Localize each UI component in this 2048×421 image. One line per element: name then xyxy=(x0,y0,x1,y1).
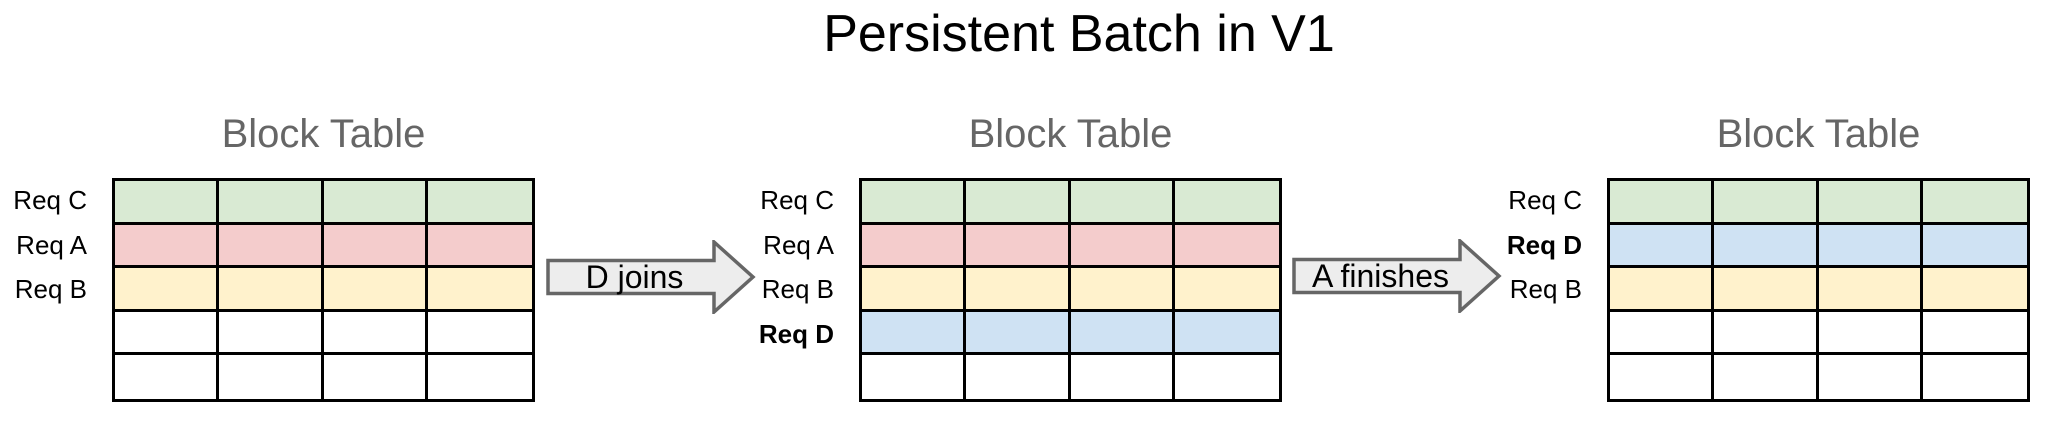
row-label-req-a: Req A xyxy=(16,229,87,260)
block-cell xyxy=(1714,311,1819,356)
row-label-req-a: Req A xyxy=(763,229,834,260)
block-cell xyxy=(1922,355,2027,399)
block-cell xyxy=(219,355,324,399)
block-cell xyxy=(115,268,220,312)
row-label-empty xyxy=(674,357,834,402)
block-table-grid xyxy=(1607,178,2030,402)
block-cell xyxy=(966,311,1071,356)
block-cell xyxy=(1714,181,1819,225)
block-cell xyxy=(1818,224,1923,269)
block-cell xyxy=(1818,355,1923,399)
block-table-title: Block Table xyxy=(1716,112,1921,156)
block-cell xyxy=(323,268,428,312)
block-cell xyxy=(219,311,324,356)
block-cell xyxy=(323,311,428,356)
row-label-req-c: Req C xyxy=(1508,184,1582,215)
block-table-title: Block Table xyxy=(221,112,426,156)
arrow-label: A finishes xyxy=(1312,257,1449,294)
main-title: Persistent Batch in V1 xyxy=(823,5,1335,63)
block-cell xyxy=(1174,311,1279,356)
row-labels: Req C Req D Req B xyxy=(1422,178,1582,402)
block-cell xyxy=(323,181,428,225)
block-cell xyxy=(862,355,967,399)
block-cell xyxy=(427,268,532,312)
arrow-label: D joins xyxy=(585,258,684,295)
row-label-empty xyxy=(1422,357,1582,402)
row-label-req-d: Req D xyxy=(758,319,834,350)
block-cell xyxy=(427,181,532,225)
block-cell xyxy=(1818,311,1923,356)
block-cell xyxy=(1174,181,1279,225)
block-cell xyxy=(966,355,1071,399)
block-cell xyxy=(966,181,1071,225)
block-cell xyxy=(966,224,1071,269)
row-labels: Req C Req A Req B Req D xyxy=(674,178,834,402)
row-label-req-b: Req B xyxy=(761,274,834,305)
block-cell xyxy=(323,224,428,269)
block-cell xyxy=(219,224,324,269)
block-cell xyxy=(1922,268,2027,312)
block-cell xyxy=(1070,224,1175,269)
block-cell xyxy=(1610,181,1715,225)
block-cell xyxy=(1610,224,1715,269)
row-label-empty xyxy=(1422,312,1582,357)
block-cell xyxy=(1610,311,1715,356)
row-label-req-d: Req D xyxy=(1506,229,1582,260)
block-cell xyxy=(219,268,324,312)
block-table-group-after-a-finishes: Block Table Req C Req D Req B xyxy=(1507,114,2030,402)
block-cell xyxy=(1070,311,1175,356)
block-cell xyxy=(1818,268,1923,312)
arrow-a-finishes: A finishes xyxy=(1292,239,1502,313)
block-cell xyxy=(115,224,220,269)
block-table-grid xyxy=(859,178,1282,402)
block-cell xyxy=(1610,268,1715,312)
block-cell xyxy=(427,311,532,356)
row-label-empty xyxy=(0,312,87,357)
block-cell xyxy=(862,224,967,269)
row-label-req-b: Req B xyxy=(1509,274,1582,305)
block-table-group-initial: Block Table Req C Req A Req B xyxy=(13,114,535,402)
block-cell xyxy=(1610,355,1715,399)
block-cell xyxy=(862,268,967,312)
block-cell xyxy=(427,224,532,269)
row-labels: Req C Req A Req B xyxy=(0,178,87,402)
block-cell xyxy=(1070,355,1175,399)
block-cell xyxy=(219,181,324,225)
block-cell xyxy=(1818,181,1923,225)
block-cell xyxy=(1714,268,1819,312)
block-cell xyxy=(1922,224,2027,269)
block-cell xyxy=(862,181,967,225)
block-cell xyxy=(1070,181,1175,225)
block-cell xyxy=(323,355,428,399)
block-cell xyxy=(1714,355,1819,399)
block-cell xyxy=(966,268,1071,312)
block-table-grid xyxy=(112,178,535,402)
arrow-d-joins: D joins xyxy=(546,240,756,314)
right-arrow-icon xyxy=(1292,239,1502,313)
block-cell xyxy=(1922,181,2027,225)
block-cell xyxy=(1174,268,1279,312)
row-label-req-c: Req C xyxy=(13,184,87,215)
row-label-empty xyxy=(0,357,87,402)
block-cell xyxy=(427,355,532,399)
block-cell xyxy=(115,181,220,225)
row-label-req-c: Req C xyxy=(760,184,834,215)
block-cell xyxy=(115,355,220,399)
block-cell xyxy=(1174,355,1279,399)
block-table-group-after-d-joins: Block Table Req C Req A Req B Req D xyxy=(759,114,1282,402)
block-cell xyxy=(862,311,967,356)
block-table-title: Block Table xyxy=(968,112,1173,156)
block-cell xyxy=(1714,224,1819,269)
right-arrow-icon xyxy=(546,240,756,314)
block-cell xyxy=(1922,311,2027,356)
row-label-req-b: Req B xyxy=(14,274,87,305)
block-cell xyxy=(115,311,220,356)
block-cell xyxy=(1174,224,1279,269)
block-cell xyxy=(1070,268,1175,312)
